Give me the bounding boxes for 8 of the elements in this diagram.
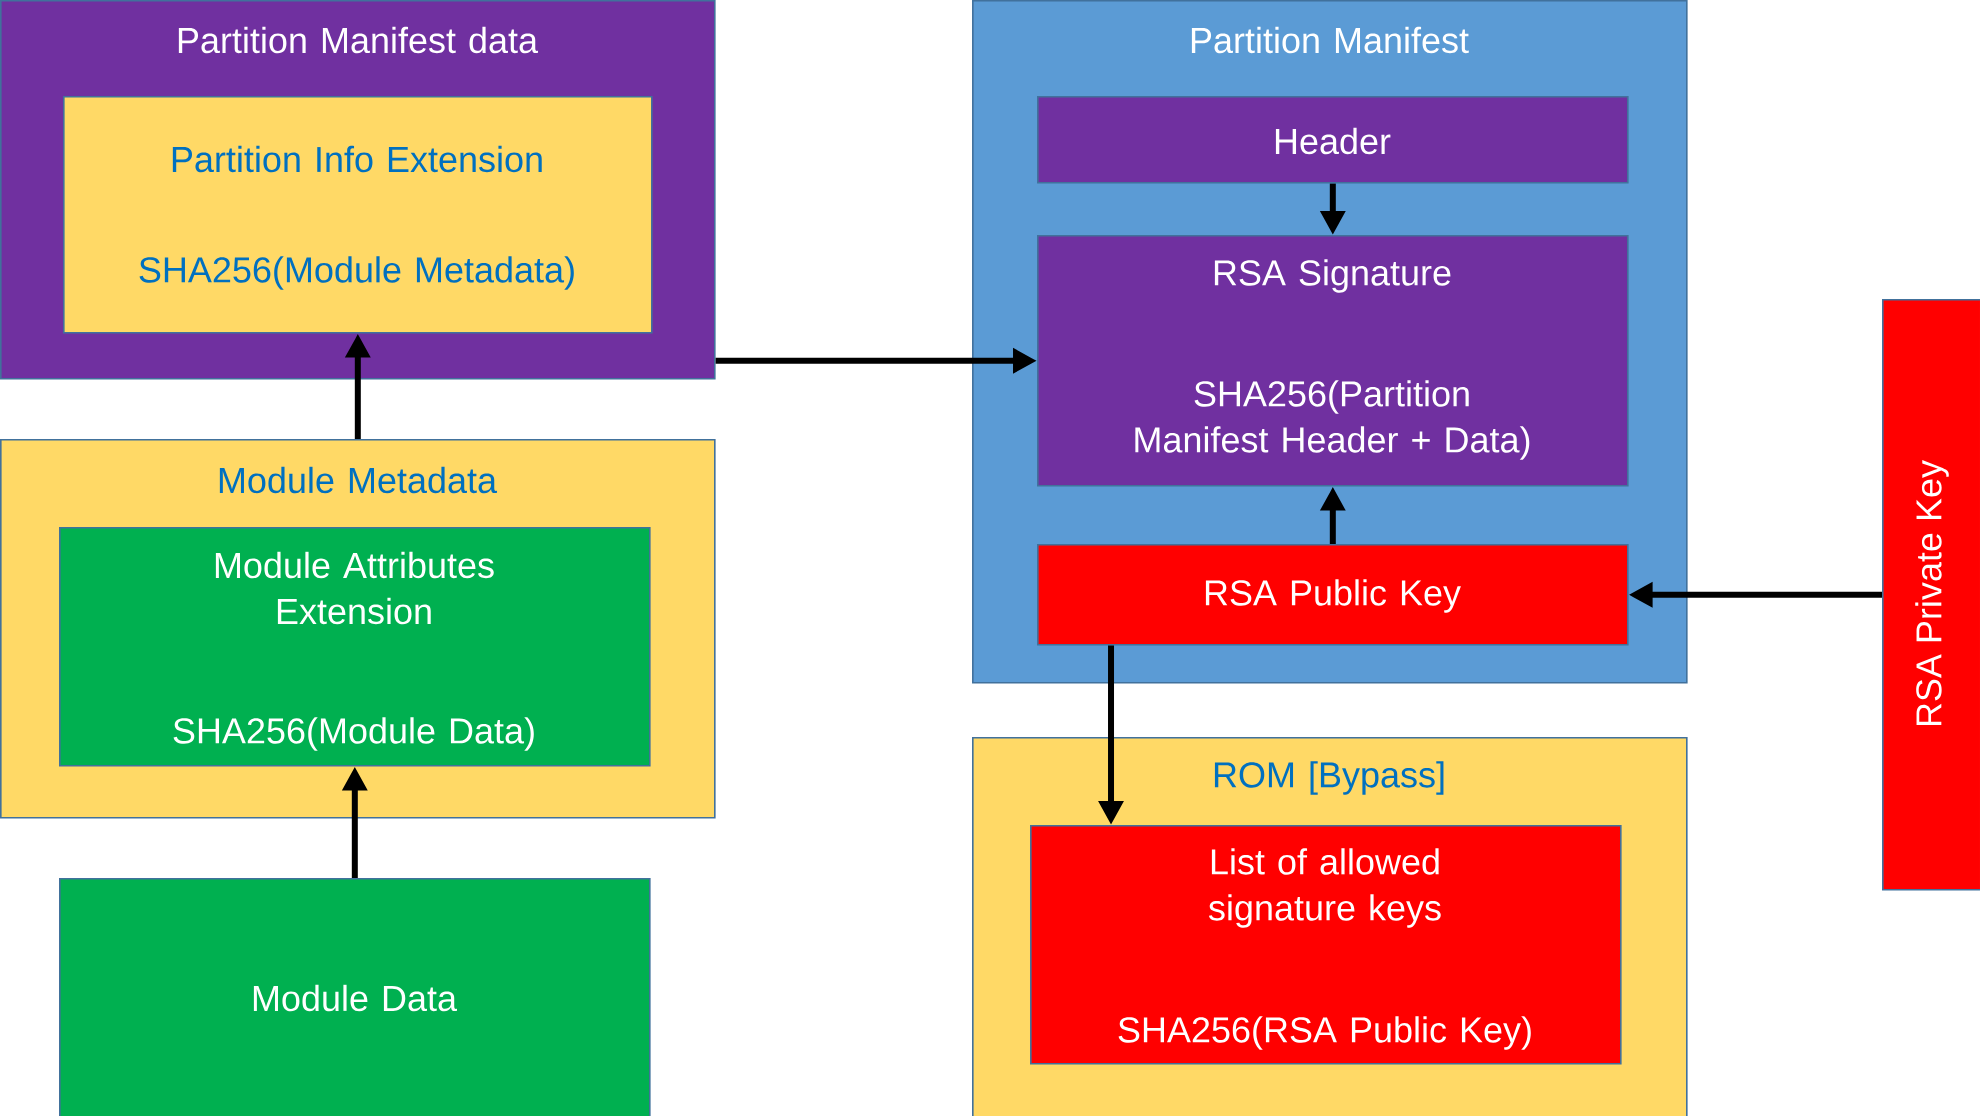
process-box: Module Attributes Extension SHA256(Module Data)	[59, 527, 651, 767]
process-box: RSA Signature SHA256(Partition Manifest Header + Data)	[1037, 235, 1629, 487]
process-box: Partition Info Extension SHA256(Module Metadata)	[63, 96, 653, 334]
side-bar: RSA Private Key	[1882, 299, 1980, 891]
process-box: RSA Public Key	[1037, 544, 1629, 646]
process-box: List of allowed signature keys SHA256(RSA Public Key)	[1030, 825, 1622, 1065]
process-box: Header	[1037, 96, 1629, 184]
process-box: Module Data	[59, 878, 651, 1116]
